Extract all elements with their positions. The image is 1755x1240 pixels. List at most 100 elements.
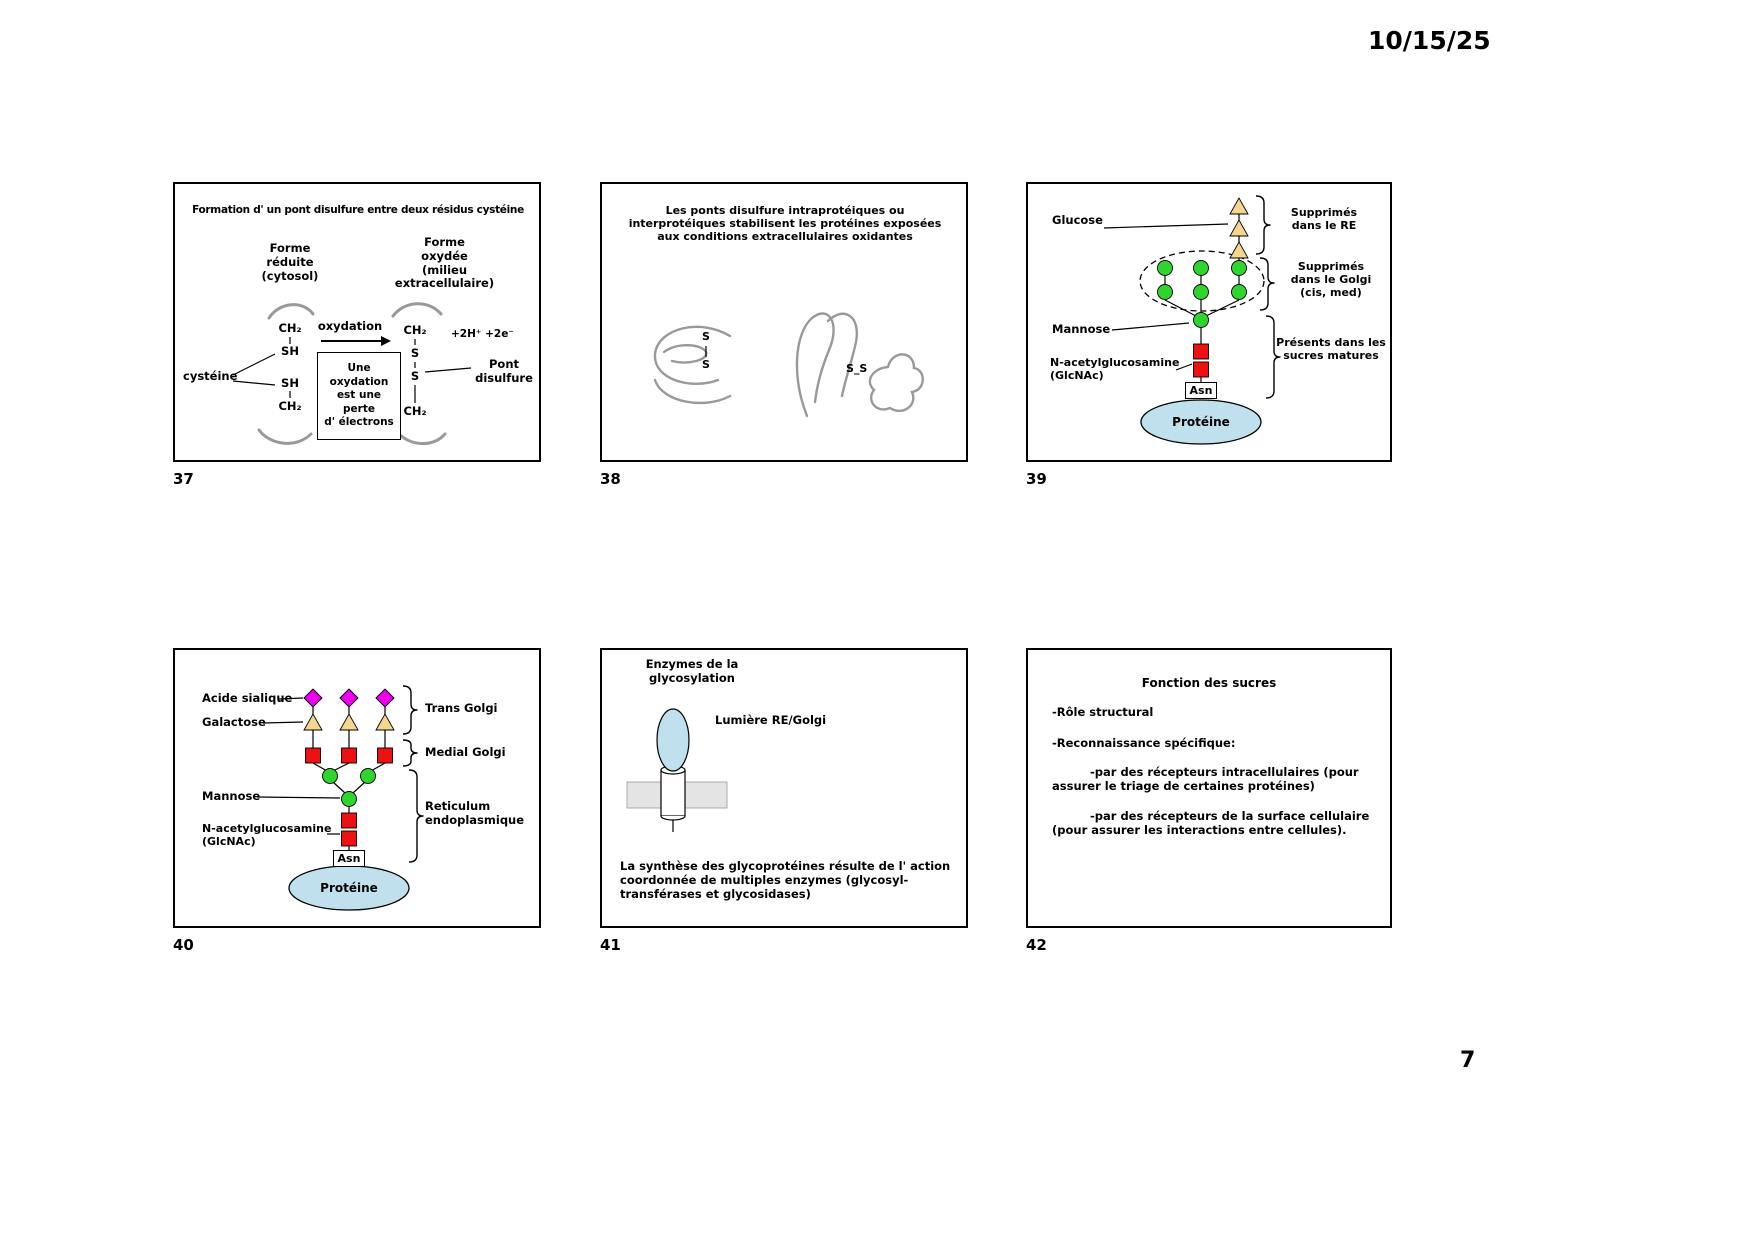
s-label: S	[702, 358, 710, 371]
oxidation-note-box: Une oxydation est une perte d' électrons	[317, 352, 401, 440]
protein-squiggle	[653, 325, 732, 385]
protein-backbone-curve	[395, 430, 447, 445]
glcnac-square	[1193, 343, 1209, 360]
s-label: S	[702, 330, 710, 343]
n-glycan-precursor-diagram	[1103, 195, 1281, 445]
brace-re	[1255, 195, 1271, 255]
ss-bond-label: S_S	[846, 362, 868, 375]
slide-38: Les ponts disulfure intraprotéiques ou i…	[600, 182, 968, 462]
mannose-circle	[360, 768, 376, 784]
trans-golgi-label: Trans Golgi	[425, 701, 498, 715]
protein-backbone-curve	[391, 302, 443, 318]
glucose-triangle	[1229, 219, 1249, 237]
lumiere-label: Lumière RE/Golgi	[715, 713, 827, 727]
sh-label: SH	[281, 376, 299, 390]
protein-backbone-curve	[267, 303, 315, 320]
slide-42: Fonction des sucres -Rôle structural -Re…	[1026, 648, 1392, 928]
protein-ellipse	[1140, 399, 1262, 445]
mannose-label: Mannose	[202, 789, 261, 803]
brace-golgi	[1259, 257, 1275, 311]
pont-disulfure-label: Pont disulfure	[475, 357, 533, 385]
mannose-circle	[1157, 260, 1173, 276]
oxydation-label: oxydation	[317, 319, 383, 333]
glucose-pointer-line	[1103, 223, 1229, 229]
ch2-label: CH₂	[403, 404, 427, 418]
protein-label: Protéine	[320, 881, 378, 895]
protein-backbone-curve	[257, 428, 313, 445]
galactose-pointer-line	[262, 721, 304, 724]
slide-37: Formation d' un pont disulfure entre deu…	[173, 182, 541, 462]
brace-reticulum	[408, 769, 424, 863]
slide-40: Acide sialique Galactose Mannose N-acety…	[173, 648, 541, 928]
brace-matures	[1265, 315, 1281, 399]
glycosylation-enzyme-diagram	[626, 708, 728, 832]
glycan-bond-line	[332, 781, 346, 794]
role-structural-text: -Rôle structural	[1052, 705, 1154, 719]
galactose-triangle	[303, 713, 323, 731]
glucose-triangle	[1229, 197, 1249, 215]
enzyme-stalk	[660, 769, 686, 817]
slide-number: 41	[600, 936, 621, 954]
recepteurs-surface-text: -par des récepteurs de la surface cellul…	[1052, 809, 1370, 837]
mannose-pointer-line	[256, 796, 341, 799]
slide-number: 38	[600, 470, 621, 488]
glucose-triangle	[1229, 241, 1249, 259]
sh-label: SH	[281, 344, 299, 358]
protein-label: Protéine	[1172, 415, 1230, 429]
ch2-label: CH₂	[278, 321, 302, 335]
slide-title: Enzymes de la glycosylation	[645, 657, 739, 685]
synthesis-text: La synthèse des glycoprotéines résulte d…	[620, 859, 951, 901]
recepteurs-intracellulaires-text: -par des récepteurs intracellulaires (po…	[1052, 765, 1359, 793]
glcnac-label: N-acetylglucosamine (GlcNAc)	[202, 822, 332, 849]
slide-41: Enzymes de la glycosylation Lumière RE/G…	[600, 648, 968, 928]
mannose-pointer-line	[1111, 322, 1190, 331]
enzyme-head	[656, 708, 690, 772]
slide-number: 42	[1026, 936, 1047, 954]
asn-box: Asn	[1185, 382, 1217, 399]
glcnac-square	[341, 830, 357, 847]
glcnac-label: N-acetylglucosamine (GlcNAc)	[1050, 356, 1180, 383]
golgi-trim-boundary-dashed	[1139, 250, 1265, 312]
electrons-label: +2H⁺ +2e⁻	[451, 328, 514, 340]
mannose-label: Mannose	[1052, 322, 1111, 336]
supprimes-re-label: Supprimés dans le RE	[1290, 206, 1358, 233]
glcnac-square	[341, 747, 357, 764]
mannose-circle	[1231, 284, 1247, 300]
sialique-pointer-line	[278, 697, 304, 700]
glycan-bond-line	[352, 781, 366, 794]
glycan-bond-line	[1205, 299, 1240, 317]
sialic-acid-diamond	[339, 688, 359, 708]
mature-glycan-diagram	[256, 685, 424, 911]
presents-matures-label: Présents dans les sucres matures	[1276, 336, 1386, 363]
s-label: S	[410, 369, 420, 383]
slide-number: 39	[1026, 470, 1047, 488]
protein-squiggle	[795, 312, 835, 418]
galactose-label: Galactose	[202, 715, 266, 729]
cysteine-pointer-line	[232, 353, 276, 376]
cysteine-pointer-line	[232, 380, 276, 386]
sialic-acid-diamond	[375, 688, 395, 708]
cysteine-label: cystéine	[183, 369, 238, 383]
asn-box: Asn	[333, 850, 365, 867]
glycan-bond-line	[1164, 299, 1197, 317]
glcnac-pointer-line	[1175, 363, 1193, 371]
brace-medial-golgi	[402, 739, 418, 767]
galactose-triangle	[339, 713, 359, 731]
oxidation-arrowhead-icon	[381, 336, 391, 346]
glcnac-square	[1193, 361, 1209, 378]
reconnaissance-text: -Reconnaissance spécifique:	[1052, 736, 1236, 750]
mannose-circle	[1157, 284, 1173, 300]
forme-reduite-label: Forme réduite (cytosol)	[261, 241, 319, 283]
sialic-acid-diamond	[303, 688, 323, 708]
slide-number: 37	[173, 470, 194, 488]
glcnac-square	[341, 812, 357, 829]
glycan-bond-line	[332, 762, 350, 772]
glycan-bond-line	[370, 762, 386, 772]
acide-sialique-label: Acide sialique	[202, 691, 293, 705]
ch2-label: CH₂	[278, 399, 302, 413]
protein-squiggle	[868, 353, 924, 413]
glcnac-square	[377, 747, 393, 764]
glucose-label: Glucose	[1052, 213, 1103, 227]
page-number: 7	[1460, 1048, 1476, 1073]
